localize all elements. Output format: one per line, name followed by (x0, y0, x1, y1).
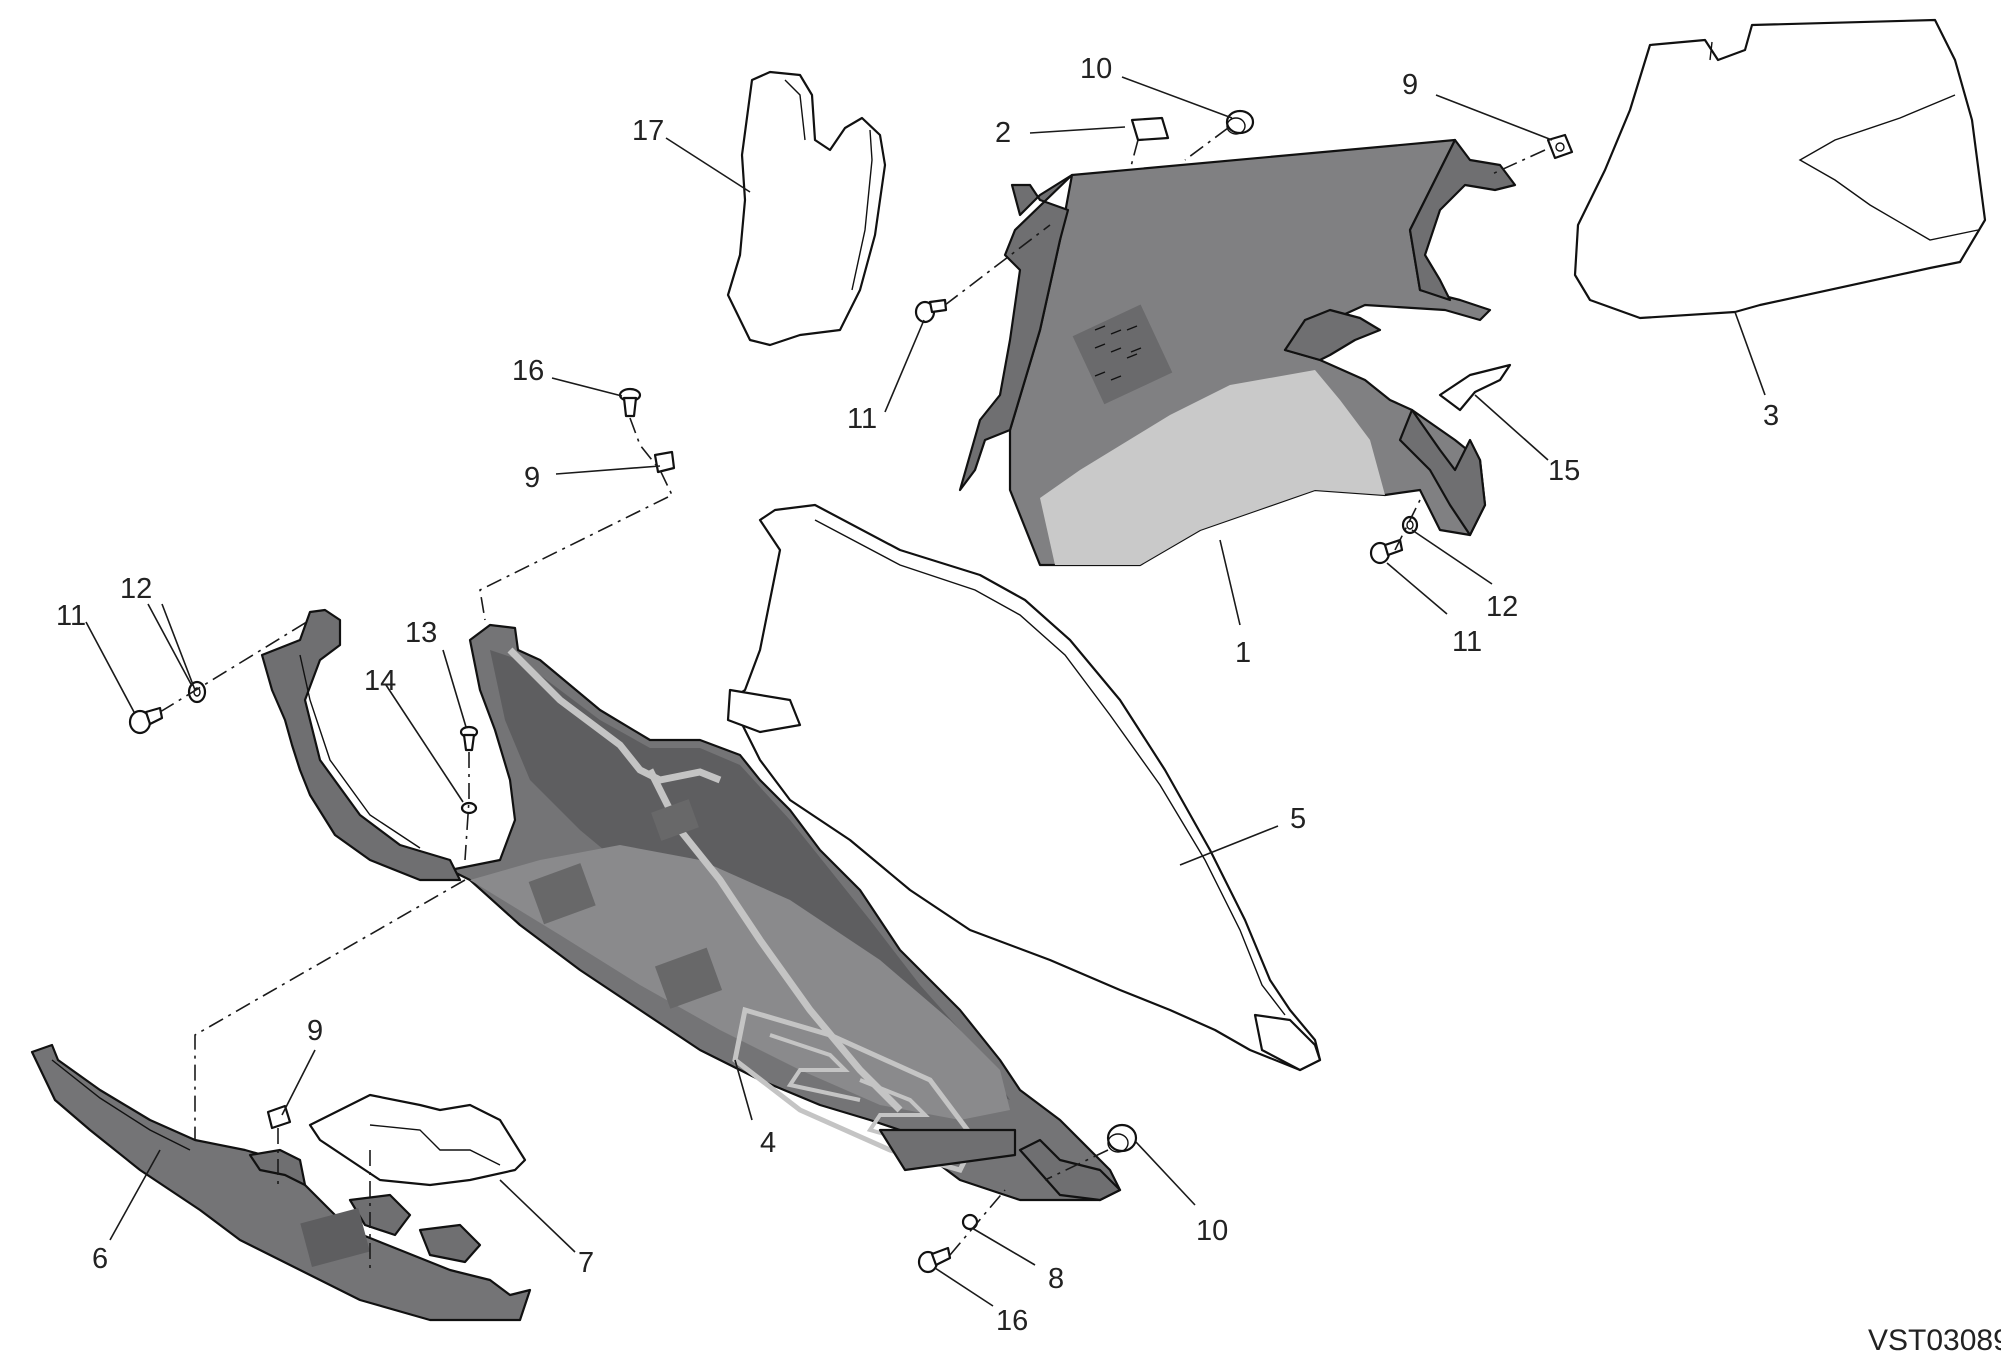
callout-4: 4 (760, 1127, 776, 1159)
part-2-clip (1130, 116, 1170, 142)
callout-11-top: 11 (847, 403, 877, 435)
screw-11-right (1369, 538, 1404, 565)
part-7-panel (308, 1093, 527, 1187)
callout-1: 1 (1235, 637, 1251, 669)
screw-13 (459, 725, 479, 752)
part-3-panel (1573, 18, 1987, 320)
leader-lines (85, 76, 1766, 1307)
part-1-texture (1072, 304, 1173, 405)
callout-14: 14 (364, 665, 396, 697)
part-6-panel (30, 1043, 532, 1322)
drawing-code: VST03089 (1868, 1324, 2001, 1355)
callout-12-left: 12 (120, 573, 152, 605)
callout-2: 2 (995, 117, 1011, 149)
callout-8: 8 (1048, 1263, 1064, 1295)
screw-16-top (618, 387, 642, 418)
callout-7: 7 (578, 1247, 594, 1279)
part-15-clip (1438, 363, 1512, 412)
callout-6: 6 (92, 1243, 108, 1275)
callout-labels: 1 2 3 4 5 6 7 8 9 9 9 10 10 11 11 11 12 … (56, 53, 1779, 1337)
callout-10-top: 10 (1080, 53, 1112, 85)
callout-16-bottom: 16 (996, 1305, 1028, 1337)
part-5-panel (726, 503, 1322, 1072)
callout-3: 3 (1763, 400, 1779, 432)
speed-nut-9-mid (653, 450, 676, 474)
callout-9-top: 9 (1402, 69, 1418, 101)
callout-13: 13 (405, 617, 437, 649)
part-4-texture (528, 799, 723, 1009)
callout-5: 5 (1290, 803, 1306, 835)
callout-16-top: 16 (512, 355, 544, 387)
speed-nut-9-top (1546, 133, 1574, 160)
callout-9-mid: 9 (524, 462, 540, 494)
callout-17: 17 (632, 115, 664, 147)
grommet-10-bottom (1106, 1123, 1138, 1153)
screw-11-top (914, 298, 948, 324)
speed-nut-9-bottom (266, 1104, 292, 1130)
callout-11-right: 11 (1452, 626, 1482, 658)
screw-11-left (128, 706, 164, 735)
fasteners (128, 109, 1574, 1274)
part-1-panel (958, 138, 1517, 567)
callout-11-left: 11 (56, 600, 86, 632)
grommet-10-top (1225, 109, 1255, 135)
assembly-lines (159, 127, 1546, 1270)
callout-15: 15 (1548, 455, 1580, 487)
callout-10-bottom: 10 (1196, 1215, 1228, 1247)
part-17-panel (726, 70, 887, 347)
washer-8 (961, 1213, 979, 1231)
part-4-panel (260, 608, 1122, 1202)
screw-16-bottom (917, 1246, 952, 1274)
callout-12-right: 12 (1486, 591, 1518, 623)
washer-12-right (1401, 515, 1419, 535)
callout-9-bottom: 9 (307, 1015, 323, 1047)
